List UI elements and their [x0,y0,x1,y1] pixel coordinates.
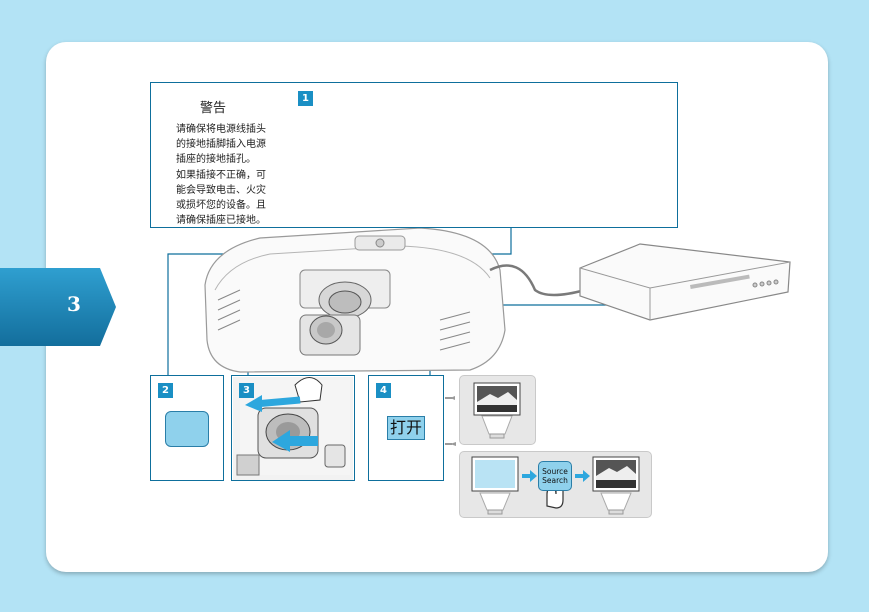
step-tab-number: 3 [67,292,81,316]
step4-number: 4 [376,383,391,398]
step3-number: 3 [239,383,254,398]
source-search-button[interactable]: Source Search [538,461,572,491]
source-search-line1: Source [542,467,568,476]
arrow-icon [245,395,318,452]
step2-number: 2 [158,383,173,398]
screen-icon [473,382,521,439]
video-player-icon [579,243,791,321]
step1-number: 1 [298,91,313,106]
warning-title: 警告 [200,101,227,116]
step1-box [150,82,678,228]
warning-text: 请确保将电源线插头 的接地插脚插入电源 插座的接地插孔。 如果插接不正确，可 能… [176,124,266,227]
power-on-label: 打开 [387,416,425,440]
power-button[interactable] [165,411,209,447]
projector-icon [204,227,506,373]
step3-box [231,375,355,481]
source-search-line2: Search [542,476,568,485]
